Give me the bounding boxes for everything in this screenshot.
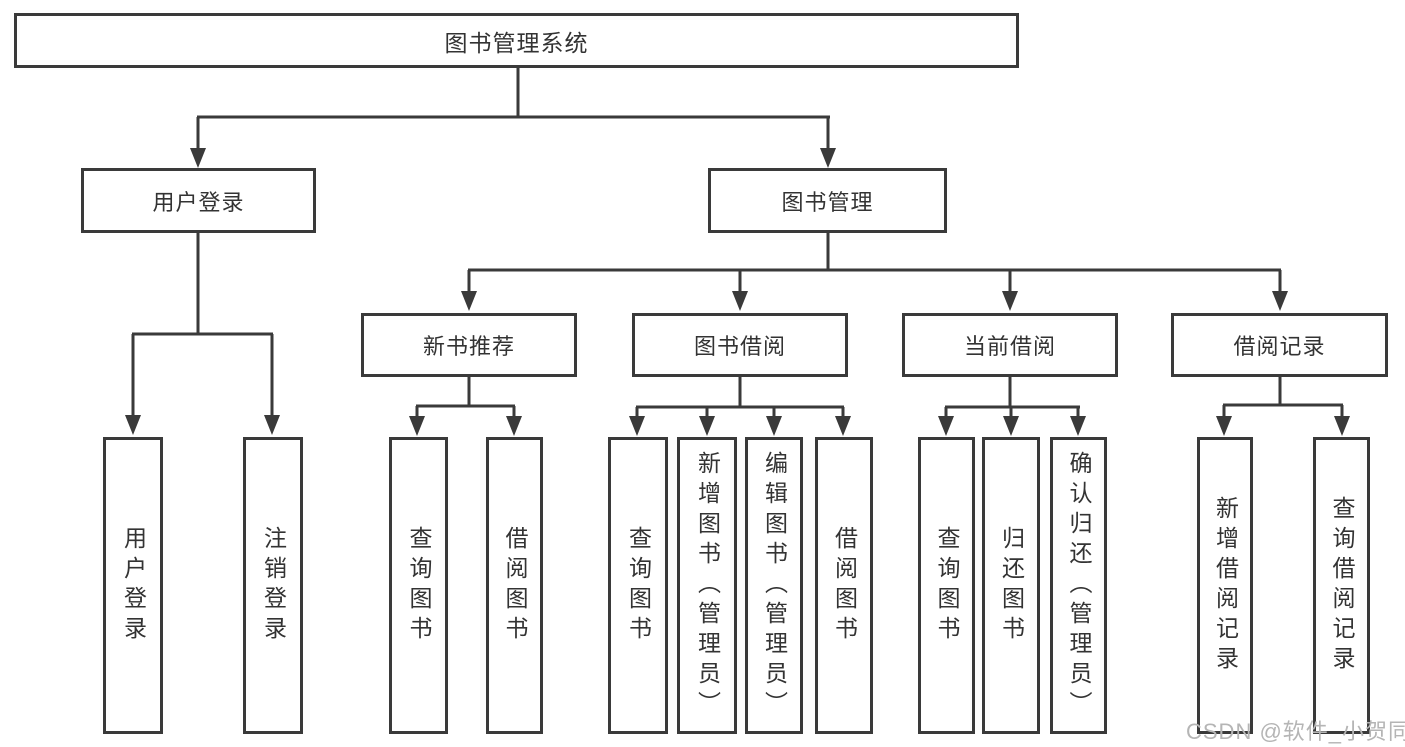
connector-borrowing-records-children (1216, 377, 1350, 436)
arrow-down-icon (461, 291, 477, 311)
node-label: 借阅记录 (1233, 334, 1326, 359)
node-label: 注销登录 (260, 525, 287, 646)
leaf-query-books-current: 查询图书 (918, 437, 975, 734)
arrow-down-icon (1002, 291, 1018, 311)
connector-book-borrowing-children (629, 377, 851, 436)
connector-new-book-recommendation-children (409, 377, 522, 436)
node-library-management-system: 图书管理系统 (14, 13, 1019, 68)
arrow-down-icon (1216, 416, 1232, 436)
leaf-query-books-borrowing: 查询图书 (608, 437, 668, 734)
node-label: 借阅图书 (831, 525, 858, 646)
arrow-down-icon (1070, 416, 1086, 436)
node-label: 借阅图书 (502, 525, 528, 646)
leaf-borrow-books-recommend: 借阅图书 (486, 437, 543, 734)
node-current-borrowing: 当前借阅 (902, 313, 1118, 377)
arrow-down-icon (1272, 291, 1288, 311)
leaf-return-books: 归还图书 (982, 437, 1040, 734)
arrow-down-icon (409, 416, 425, 436)
node-user-login: 用户登录 (81, 168, 316, 233)
leaf-borrow-books-borrowing: 借阅图书 (815, 437, 873, 734)
node-label: 新增借阅记录 (1212, 495, 1239, 676)
arrow-down-icon (820, 148, 836, 168)
node-label: 查询图书 (625, 525, 652, 646)
leaf-add-borrow-record: 新增借阅记录 (1197, 437, 1253, 734)
node-label: 用户登录 (120, 525, 147, 646)
arrow-down-icon (506, 416, 522, 436)
node-borrowing-records: 借阅记录 (1171, 313, 1388, 377)
leaf-user-login: 用户登录 (103, 437, 163, 734)
node-label: 查询图书 (406, 525, 432, 646)
leaf-confirm-return-admin: 确认归还（管理员） (1050, 437, 1107, 734)
node-new-book-recommendation: 新书推荐 (361, 313, 577, 377)
arrow-down-icon (699, 416, 715, 436)
arrow-down-icon (766, 416, 782, 436)
node-label: 查询借阅记录 (1329, 495, 1355, 676)
connector-current-borrowing-children (938, 377, 1086, 436)
arrow-down-icon (938, 416, 954, 436)
arrow-down-icon (125, 415, 141, 435)
node-label: 新增图书（管理员） (694, 450, 721, 721)
arrow-down-icon (1334, 416, 1350, 436)
arrow-down-icon (629, 416, 645, 436)
leaf-query-borrow-record: 查询借阅记录 (1313, 437, 1370, 734)
leaf-add-book-admin: 新增图书（管理员） (677, 437, 737, 734)
arrow-down-icon (264, 415, 280, 435)
connector-book-management-children (461, 233, 1288, 311)
node-label: 图书借阅 (693, 334, 786, 359)
node-book-management: 图书管理 (708, 168, 947, 233)
leaf-query-books-recommend: 查询图书 (389, 437, 448, 734)
leaf-edit-book-admin: 编辑图书（管理员） (745, 437, 803, 734)
arrow-down-icon (190, 148, 206, 168)
node-label: 图书管理 (781, 189, 874, 215)
arrow-down-icon (1003, 416, 1019, 436)
node-label: 确认归还（管理员） (1066, 450, 1092, 721)
csdn-watermark: CSDN @软件_小贺同学 (1186, 719, 1405, 744)
node-label: 当前借阅 (963, 334, 1056, 359)
node-label: 编辑图书（管理员） (761, 450, 788, 721)
node-book-borrowing: 图书借阅 (632, 313, 848, 377)
node-label: 归还图书 (998, 525, 1025, 646)
node-label: 用户登录 (152, 189, 245, 215)
node-label: 新书推荐 (422, 334, 515, 359)
connector-user-login-children (125, 233, 280, 435)
node-label: 查询图书 (934, 525, 960, 646)
connector-root-to-level2 (190, 68, 836, 168)
arrow-down-icon (732, 291, 748, 311)
leaf-logout: 注销登录 (243, 437, 303, 734)
node-label: 图书管理系统 (444, 29, 589, 56)
arrow-down-icon (835, 416, 851, 436)
